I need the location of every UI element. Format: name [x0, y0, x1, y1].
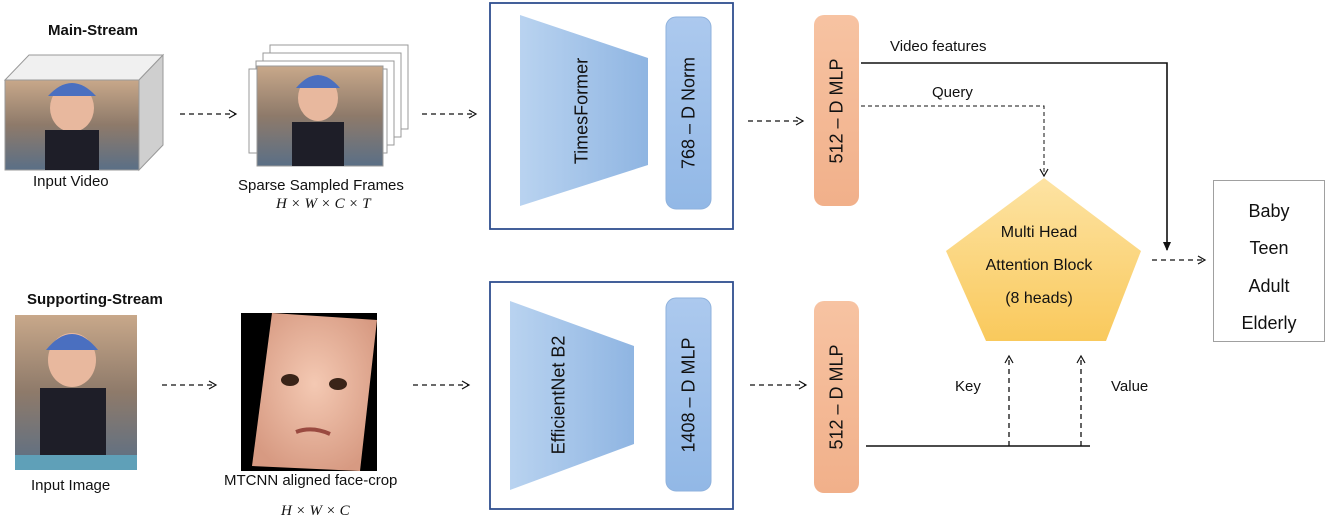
- output-class-baby: Baby: [1248, 201, 1290, 221]
- key-label: Key: [955, 378, 981, 395]
- norm-768-block: [665, 16, 712, 210]
- input-image: [15, 315, 137, 470]
- face-crop-label: MTCNN aligned face-crop: [224, 472, 398, 489]
- norm-768-label: 768 – D Norm: [678, 56, 699, 170]
- mlp-512-main-block: [814, 15, 859, 206]
- attention-line-2: Attention Block: [985, 257, 1093, 274]
- supporting-stream-title: Supporting-Stream: [27, 291, 163, 308]
- main-stream-title: Main-Stream: [48, 22, 139, 39]
- input-image-label: Input Image: [31, 477, 111, 494]
- mlp-512-main-label: 512 – D MLP: [826, 58, 847, 164]
- solid-connections: [861, 62, 1171, 447]
- sparse-frames-label: Sparse Sampled Frames: [238, 177, 404, 194]
- mlp-1408-block: [665, 297, 712, 492]
- timesformer-label: TimesFormer: [571, 57, 592, 165]
- mlp-512-support-block: [814, 301, 859, 493]
- attention-pentagon: [946, 178, 1141, 341]
- efficientnet-label: EfficientNet B2: [548, 335, 569, 455]
- output-class-elderly: Elderly: [1241, 313, 1297, 333]
- face-crop-image: [241, 313, 377, 471]
- frames-dims-label: H × W × C × T: [276, 196, 371, 212]
- crop-dims-label: H × W × C: [281, 503, 350, 519]
- attention-line-3: (8 heads): [1005, 290, 1073, 307]
- query-label: Query: [932, 84, 973, 101]
- value-label: Value: [1111, 378, 1149, 395]
- output-classes-box: Baby Teen Adult Elderly: [1213, 180, 1325, 342]
- output-class-adult: Adult: [1248, 276, 1290, 296]
- sparse-frames-stack: [248, 44, 409, 167]
- input-video-cube: [3, 53, 165, 172]
- mlp-512-support-label: 512 – D MLP: [826, 344, 847, 450]
- output-class-teen: Teen: [1249, 238, 1289, 258]
- input-video-label: Input Video: [33, 173, 109, 190]
- attention-line-1: Multi Head: [1000, 224, 1078, 241]
- video-features-label: Video features: [890, 38, 987, 55]
- mlp-1408-label: 1408 – D MLP: [678, 337, 699, 453]
- flow-arrows: [162, 105, 1207, 446]
- timesformer-trapezoid: [520, 15, 648, 206]
- efficientnet-trapezoid: [510, 301, 634, 490]
